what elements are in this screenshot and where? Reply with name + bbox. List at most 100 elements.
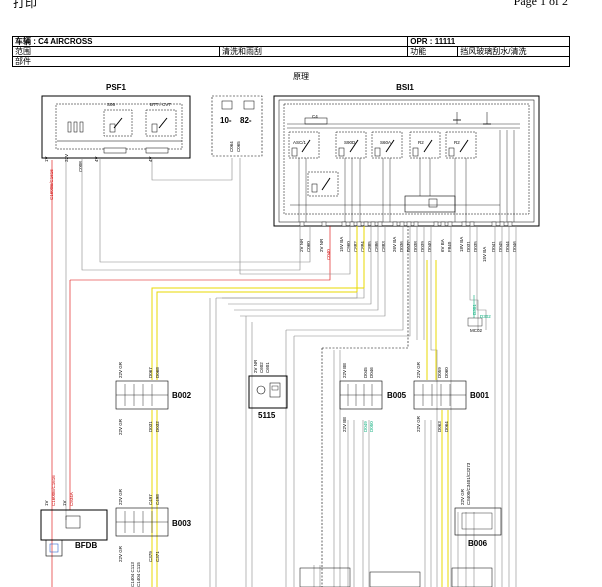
psf1-relay-1-label: S06 xyxy=(107,102,116,107)
svg-text:D045: D045 xyxy=(498,241,503,252)
psf1-relay-2-label: BTT / CVT xyxy=(150,102,171,107)
svg-text:C886: C886 xyxy=(374,241,379,252)
bfdb-component: BFDB 1V 1V C1600E/C1616 C934A xyxy=(40,475,108,557)
svg-text:D038: D038 xyxy=(413,241,418,252)
b006-connector: B006 22V GR C3400/C3401/C3273 xyxy=(454,462,502,548)
b001-pin-bottom: 22V GR xyxy=(416,415,421,432)
connector-82-label: 82- xyxy=(240,116,252,125)
svg-text:F840: F840 xyxy=(447,241,452,252)
svg-text:C060: C060 xyxy=(306,241,311,252)
svg-text:D031: D031 xyxy=(466,241,471,252)
svg-text:D063: D063 xyxy=(437,421,442,432)
svg-text:D067: D067 xyxy=(148,367,153,378)
bsi1-pin-6vba: 6V BA xyxy=(440,239,445,252)
b001-pin-top: 22V GR xyxy=(416,361,421,378)
b003-label: B003 xyxy=(172,519,192,528)
b006-pin: 22V GR xyxy=(460,488,465,505)
bsi1-label: BSI1 xyxy=(396,83,414,92)
svg-text:D046: D046 xyxy=(369,367,374,378)
b003-pin-bottom: 22V GR xyxy=(118,545,123,562)
wire-harness xyxy=(51,158,517,587)
bsi1-pin-2vnr-b: 2V NR xyxy=(319,238,324,252)
svg-text:C064: C064 xyxy=(229,141,234,152)
svg-text:D302: D302 xyxy=(480,314,491,319)
part-label: 部件 xyxy=(12,56,570,67)
bsi1-pin-26vba: 26V BA xyxy=(392,237,397,252)
connector-10-label: 10- xyxy=(220,116,232,125)
svg-text:D050: D050 xyxy=(369,421,374,432)
bfdb-label: BFDB xyxy=(75,541,97,550)
bsi1-relay-r2a: R2 xyxy=(418,140,424,145)
svg-text:C371: C371 xyxy=(155,551,160,562)
svg-text:C882: C882 xyxy=(353,241,358,252)
bottom-connectors xyxy=(299,567,493,587)
connector-10-82: 10- 82- C064 C065 xyxy=(211,95,263,157)
bsi1-pin-18vba: 18V BA xyxy=(459,237,464,252)
b005-label: B005 xyxy=(387,391,407,400)
svg-text:C1404 C115: C1404 C115 xyxy=(136,562,141,587)
b005-connector: B005 22V BE 22V BE D045 D046 D049 D050 xyxy=(339,363,407,432)
svg-text:D068: D068 xyxy=(155,367,160,378)
mid-wire-labels: D301 D302 MC02 xyxy=(467,304,491,333)
svg-text:C934A: C934A xyxy=(69,492,74,506)
bsi1-pin-15vba-b: 15V BA xyxy=(482,247,487,262)
bfdb-pin-1: 1V xyxy=(44,500,49,506)
svg-text:D049: D049 xyxy=(363,421,368,432)
svg-text:C3400/C3401/C3273: C3400/C3401/C3273 xyxy=(466,462,471,505)
svg-text:C379: C379 xyxy=(148,551,153,562)
b001-label: B001 xyxy=(470,391,490,400)
psf1-pin-32v: 32V xyxy=(64,154,69,162)
diagram-subtitle: 原理 xyxy=(293,72,309,81)
b003-connector: B003 22V GR 22V GR C497 C498 C379 C371 C… xyxy=(115,488,192,587)
b003-pin-top: 22V GR xyxy=(118,488,123,505)
b002-pin-bottom: 22V GR xyxy=(118,418,123,435)
svg-text:D041: D041 xyxy=(491,241,496,252)
svg-text:C1600E/C1616: C1600E/C1616 xyxy=(51,475,56,506)
print-label: 打印 xyxy=(13,0,38,10)
b005-pin-top: 22V BE xyxy=(342,363,347,378)
svg-text:D301: D301 xyxy=(472,304,477,315)
bsi1-relay-r2b: R2 xyxy=(454,140,460,145)
psf1-wire-red: C1600E/C1616 xyxy=(49,169,54,200)
svg-text:D037: D037 xyxy=(406,241,411,252)
page-number: Page 1 of 2 xyxy=(513,0,568,8)
svg-text:C885: C885 xyxy=(367,241,372,252)
info-table: 车辆 : C4 AIRCROSS OPR : 11111 范围 清洗和雨刮 功能… xyxy=(11,36,570,67)
svg-text:C601: C601 xyxy=(265,362,270,373)
psf1-fuse-box: PSF1 S06 BTT / CVT 1V 32V 4V 4V C1600E/C… xyxy=(41,83,191,200)
svg-text:D040: D040 xyxy=(427,241,432,252)
b005-pin-bottom: 22V BE xyxy=(342,417,347,432)
svg-text:D045: D045 xyxy=(363,367,368,378)
svg-text:D032: D032 xyxy=(155,421,160,432)
bsi1-pin-15vba: 15V BA xyxy=(339,237,344,252)
bfdb-pin-2: 1V xyxy=(62,500,67,506)
c5115-label: 5115 xyxy=(258,411,276,420)
svg-text:D035: D035 xyxy=(473,241,478,252)
svg-text:C602: C602 xyxy=(259,362,264,373)
svg-text:D064: D064 xyxy=(444,421,449,432)
bsi1-module: BSI1 ASC/1 C4 S90D S60A R2 R2 xyxy=(273,83,540,262)
psf1-wire-c008: C008 xyxy=(78,161,83,172)
b002-label: B002 xyxy=(172,391,192,400)
bsi1-relay-s60a: S60A xyxy=(380,140,391,145)
svg-text:D031: D031 xyxy=(148,421,153,432)
svg-text:C960: C960 xyxy=(346,241,351,252)
svg-text:C884: C884 xyxy=(360,241,365,252)
svg-text:C040: C040 xyxy=(326,249,331,260)
bsi1-wire-labels: C060 C040 C960 C882 C884 C885 C886 C883 … xyxy=(306,241,517,260)
svg-text:D036: D036 xyxy=(399,241,404,252)
b002-connector: B002 22V GR 22V GR D067 D068 D031 D032 xyxy=(115,361,192,435)
c5115-component: 5115 2V NR C602 C601 xyxy=(248,359,288,420)
psf1-pin-1v: 1V xyxy=(44,156,49,162)
svg-text:MC02: MC02 xyxy=(470,328,483,333)
svg-text:C498: C498 xyxy=(155,494,160,505)
c5115-pin: 2V NR xyxy=(253,359,258,373)
psf1-pin-4v-a: 4V xyxy=(94,156,99,162)
svg-text:D046: D046 xyxy=(512,241,517,252)
bsi1-relay-asc: ASC/1 xyxy=(293,140,307,145)
psf1-label: PSF1 xyxy=(106,83,127,92)
psf1-pin-4v-b: 4V xyxy=(148,156,153,162)
svg-text:D059: D059 xyxy=(437,367,442,378)
svg-text:D039: D039 xyxy=(420,241,425,252)
